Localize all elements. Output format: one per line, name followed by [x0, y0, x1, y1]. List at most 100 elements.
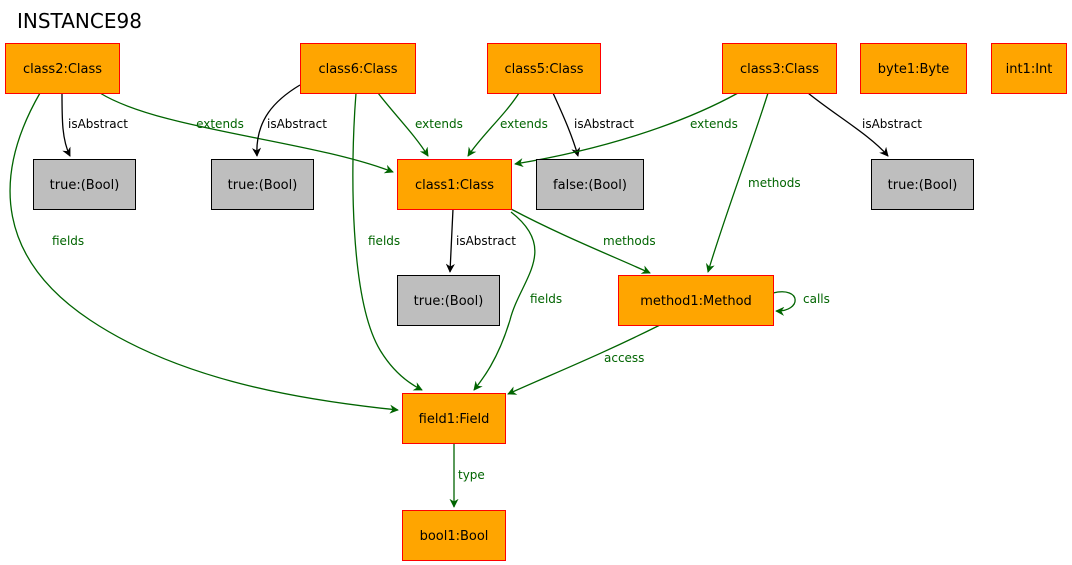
node-method1[interactable]: method1:Method — [618, 275, 774, 326]
node-bool-c1[interactable]: true:(Bool) — [397, 275, 500, 326]
edge-line — [61, 92, 71, 157]
edge-class2-isabstract-bool-c2: isAbstract — [61, 92, 128, 157]
node-label: int1:Int — [1006, 62, 1053, 77]
node-box — [860, 43, 967, 94]
edge-class2-extends-class1: extends — [99, 92, 394, 174]
edge-class5-extends-class1: extends — [467, 92, 548, 157]
edge-class5-isabstract-bool-c5: isAbstract — [552, 92, 634, 157]
edge-line — [705, 92, 769, 273]
edge-label: extends — [500, 117, 548, 131]
node-field1[interactable]: field1:Field — [402, 393, 506, 444]
node-label: true:(Bool) — [888, 178, 958, 193]
node-box — [397, 275, 500, 326]
edge-label: isAbstract — [456, 234, 516, 248]
edge-label: isAbstract — [267, 117, 327, 131]
edge-label: isAbstract — [68, 117, 128, 131]
edge-line — [507, 324, 661, 395]
node-label: field1:Field — [419, 412, 490, 427]
node-class3[interactable]: class3:Class — [722, 43, 837, 94]
edge-class1-fields-field1: fields — [473, 211, 562, 391]
edge-class6-fields-field1: fields — [352, 92, 423, 391]
node-label: false:(Bool) — [553, 178, 627, 193]
edge-line — [445, 208, 455, 273]
node-box — [722, 43, 837, 94]
edge-line — [510, 208, 651, 274]
edge-line — [514, 92, 739, 168]
edge-label: calls — [803, 292, 830, 306]
node-label: byte1:Byte — [878, 62, 949, 77]
edge-class3-isabstract-bool-c3: isAbstract — [807, 92, 922, 157]
nodes: class2:Class class6:Class class5:Class clas… — [5, 43, 1067, 561]
node-bool1[interactable]: bool1:Bool — [402, 510, 506, 561]
edge-line — [9, 92, 399, 414]
node-class2[interactable]: class2:Class — [5, 43, 120, 94]
edge-line — [377, 92, 429, 157]
node-label: class2:Class — [23, 62, 102, 77]
node-class5[interactable]: class5:Class — [487, 43, 601, 94]
node-label: class1:Class — [415, 178, 494, 193]
node-box — [871, 159, 974, 210]
edge-line — [252, 84, 301, 157]
edge-line — [467, 92, 520, 157]
edge-class1-isabstract-bool-c1: isAbstract — [445, 208, 516, 273]
edge-class6-isabstract-bool-c6: isAbstract — [252, 84, 327, 157]
node-box — [211, 159, 314, 210]
edge-line — [772, 291, 796, 316]
node-box — [991, 43, 1067, 94]
edge-line — [473, 211, 536, 391]
node-box — [487, 43, 601, 94]
edge-line — [807, 92, 889, 157]
edge-label: isAbstract — [574, 117, 634, 131]
node-box — [402, 393, 506, 444]
node-box — [397, 159, 512, 210]
node-byte1[interactable]: byte1:Byte — [860, 43, 967, 94]
node-box — [618, 275, 774, 326]
edge-label: isAbstract — [862, 117, 922, 131]
edge-line — [352, 92, 423, 391]
node-box — [5, 43, 120, 94]
node-label: class6:Class — [318, 62, 397, 77]
node-bool-c6[interactable]: true:(Bool) — [211, 159, 314, 210]
edge-label: methods — [748, 176, 801, 190]
node-label: true:(Bool) — [50, 178, 120, 193]
edge-label: access — [604, 351, 644, 365]
edge-label: fields — [530, 292, 562, 306]
node-label: bool1:Bool — [420, 529, 489, 544]
edge-class6-extends-class1: extends — [377, 92, 463, 157]
node-int1[interactable]: int1:Int — [991, 43, 1067, 94]
node-label: method1:Method — [640, 294, 752, 309]
edge-label: methods — [603, 234, 656, 248]
node-box — [402, 510, 506, 561]
edge-class1-methods-method1: methods — [510, 208, 656, 274]
node-class6[interactable]: class6:Class — [300, 43, 416, 94]
edge-line — [552, 92, 581, 157]
edge-label: extends — [415, 117, 463, 131]
node-bool-c3[interactable]: true:(Bool) — [871, 159, 974, 210]
edge-label: fields — [368, 234, 400, 248]
edge-label: type — [458, 468, 485, 482]
edge-label: extends — [196, 117, 244, 131]
edge-label: extends — [690, 117, 738, 131]
edge-class3-extends-class1: extends — [514, 92, 739, 168]
node-label: true:(Bool) — [228, 178, 298, 193]
edges: isAbstract extends fields isAbstract extends… — [9, 84, 922, 508]
node-class1[interactable]: class1:Class — [397, 159, 512, 210]
edge-field1-type-bool1: type — [449, 443, 485, 508]
edge-label: fields — [52, 234, 84, 248]
node-box — [536, 159, 644, 210]
edge-method1-access-field1: access — [507, 324, 661, 395]
edge-line — [99, 92, 394, 174]
node-box — [300, 43, 416, 94]
node-label: true:(Bool) — [414, 294, 484, 309]
node-bool-c5[interactable]: false:(Bool) — [536, 159, 644, 210]
node-label: class5:Class — [504, 62, 583, 77]
edge-class2-fields-field1: fields — [9, 92, 399, 414]
diagram-title: INSTANCE98 — [17, 9, 142, 33]
node-box — [33, 159, 136, 210]
node-label: class3:Class — [740, 62, 819, 77]
edge-method1-calls-method1: calls — [772, 291, 830, 316]
node-bool-c2[interactable]: true:(Bool) — [33, 159, 136, 210]
edge-class3-methods-method1: methods — [705, 92, 801, 273]
